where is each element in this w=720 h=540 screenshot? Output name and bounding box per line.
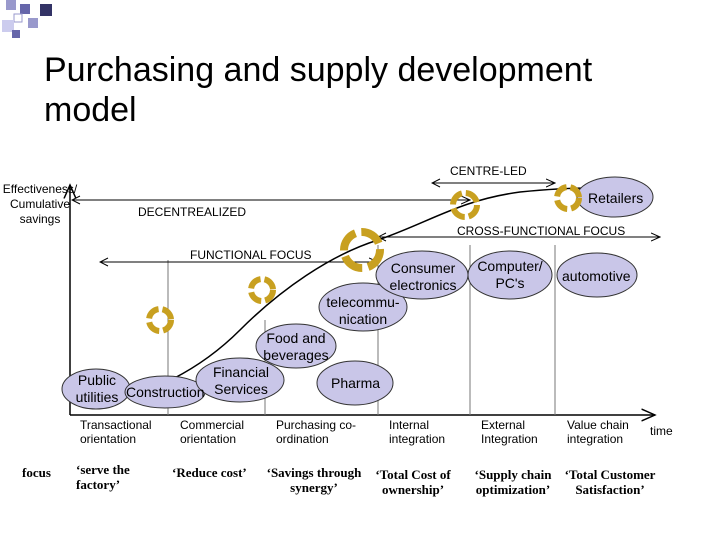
focus-label: focus [22, 465, 51, 480]
industry-retailers: Retailers [588, 190, 644, 206]
phase-label: Internal integration [389, 418, 446, 446]
bubble-financial [195, 357, 285, 403]
focus-reduce-cost: ‘Reduce cost’ [172, 465, 247, 480]
industry-automotive: automotive [562, 268, 631, 284]
industry-construction: Construction [126, 384, 205, 400]
focus-total-cost: ‘Total Cost of ownership’ [375, 467, 451, 497]
phase-label: Commercial orientation [180, 418, 245, 446]
x-axis-label: time [650, 424, 673, 438]
cycle-icon [146, 306, 174, 334]
cross-functional-label: CROSS-FUNCTIONAL FOCUS [457, 224, 626, 238]
centre-led-label: CENTRE-LED [450, 164, 527, 178]
bubble-pharma [316, 360, 394, 406]
phase-label: Purchasing co-ordination [276, 418, 357, 446]
cycle-icon [450, 190, 480, 220]
corner-decoration [2, 0, 52, 38]
focus-supply-chain: ‘Supply chain optimization’ [474, 467, 552, 497]
industry-computer-pcs: Computer/ PC's [477, 258, 543, 291]
cycle-icon [340, 228, 384, 272]
decentralized-label: DECENTREALIZED [138, 205, 247, 219]
industry-telecommunication: telecommu- nication [326, 294, 400, 327]
cycle-icon [554, 184, 582, 212]
industry-consumer-electronics: Consumer electronics [389, 260, 457, 293]
focus-total-customer: ‘Total Customer Satisfaction’ [564, 467, 656, 497]
phase-label: Transactional orientation [80, 418, 152, 446]
bubble-food [255, 323, 337, 369]
focus-savings-synergy: ‘Savings through synergy’ [266, 465, 362, 495]
industry-food-beverages: Food and beverages [263, 330, 329, 363]
phase-label: External Integration [481, 418, 538, 446]
bubble-computer [467, 250, 553, 300]
industry-public-utilities: Public utilities [75, 372, 119, 405]
bubble-telecom [318, 282, 408, 332]
y-axis-label: Effectiveness/ Cumulative savings [2, 182, 78, 226]
functional-focus-label: FUNCTIONAL FOCUS [190, 248, 312, 262]
development-curve [94, 187, 591, 406]
industry-financial-services: Financial Services [212, 364, 270, 397]
bubble-automotive [556, 252, 638, 298]
cycle-icon [248, 276, 276, 304]
phase-label: Value chain integration [567, 418, 629, 446]
focus-serve-factory: ‘serve the factory’ [76, 462, 130, 492]
slide-title: Purchasing and supply development model [44, 51, 593, 129]
industry-pharma: Pharma [331, 375, 381, 391]
